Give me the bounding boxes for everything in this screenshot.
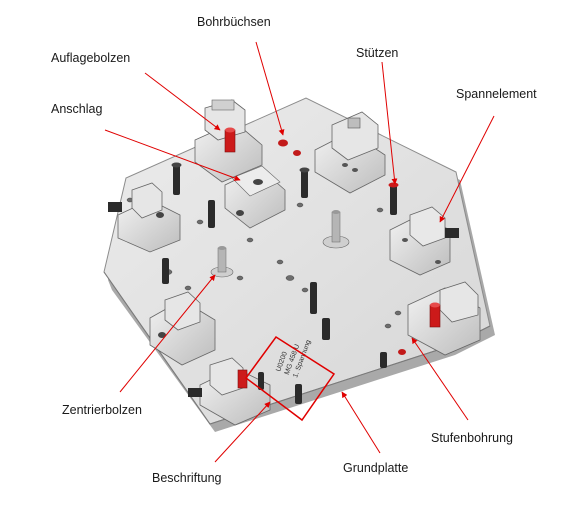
label-zentrierbolzen: Zentrierbolzen bbox=[62, 403, 142, 417]
label-anschlag: Anschlag bbox=[51, 102, 103, 116]
centering-pins bbox=[210, 210, 350, 278]
label-auflagebolzen: Auflagebolzen bbox=[51, 51, 131, 65]
label-stufenbohrung: Stufenbohrung bbox=[431, 431, 514, 445]
clamp-block-top-right bbox=[314, 111, 386, 194]
label-stuetzen: Stützen bbox=[356, 46, 399, 60]
clamp-block-lower-right bbox=[407, 281, 481, 356]
engraving-highlight-box bbox=[244, 335, 336, 422]
clamp-block-right bbox=[389, 206, 459, 276]
clamp-block-lower-left bbox=[149, 291, 216, 366]
clamp-block-left bbox=[108, 182, 181, 253]
label-bohrbuechsen: Bohrbüchsen bbox=[197, 15, 271, 29]
label-grundplatte: Grundplatte bbox=[343, 461, 409, 475]
label-beschriftung: Beschriftung bbox=[152, 471, 222, 485]
stop-block bbox=[224, 165, 286, 229]
drill-bushings bbox=[278, 139, 406, 355]
leader-lines bbox=[104, 41, 495, 463]
support-bolts bbox=[162, 162, 399, 404]
label-spannelement: Spannelement bbox=[456, 87, 537, 101]
